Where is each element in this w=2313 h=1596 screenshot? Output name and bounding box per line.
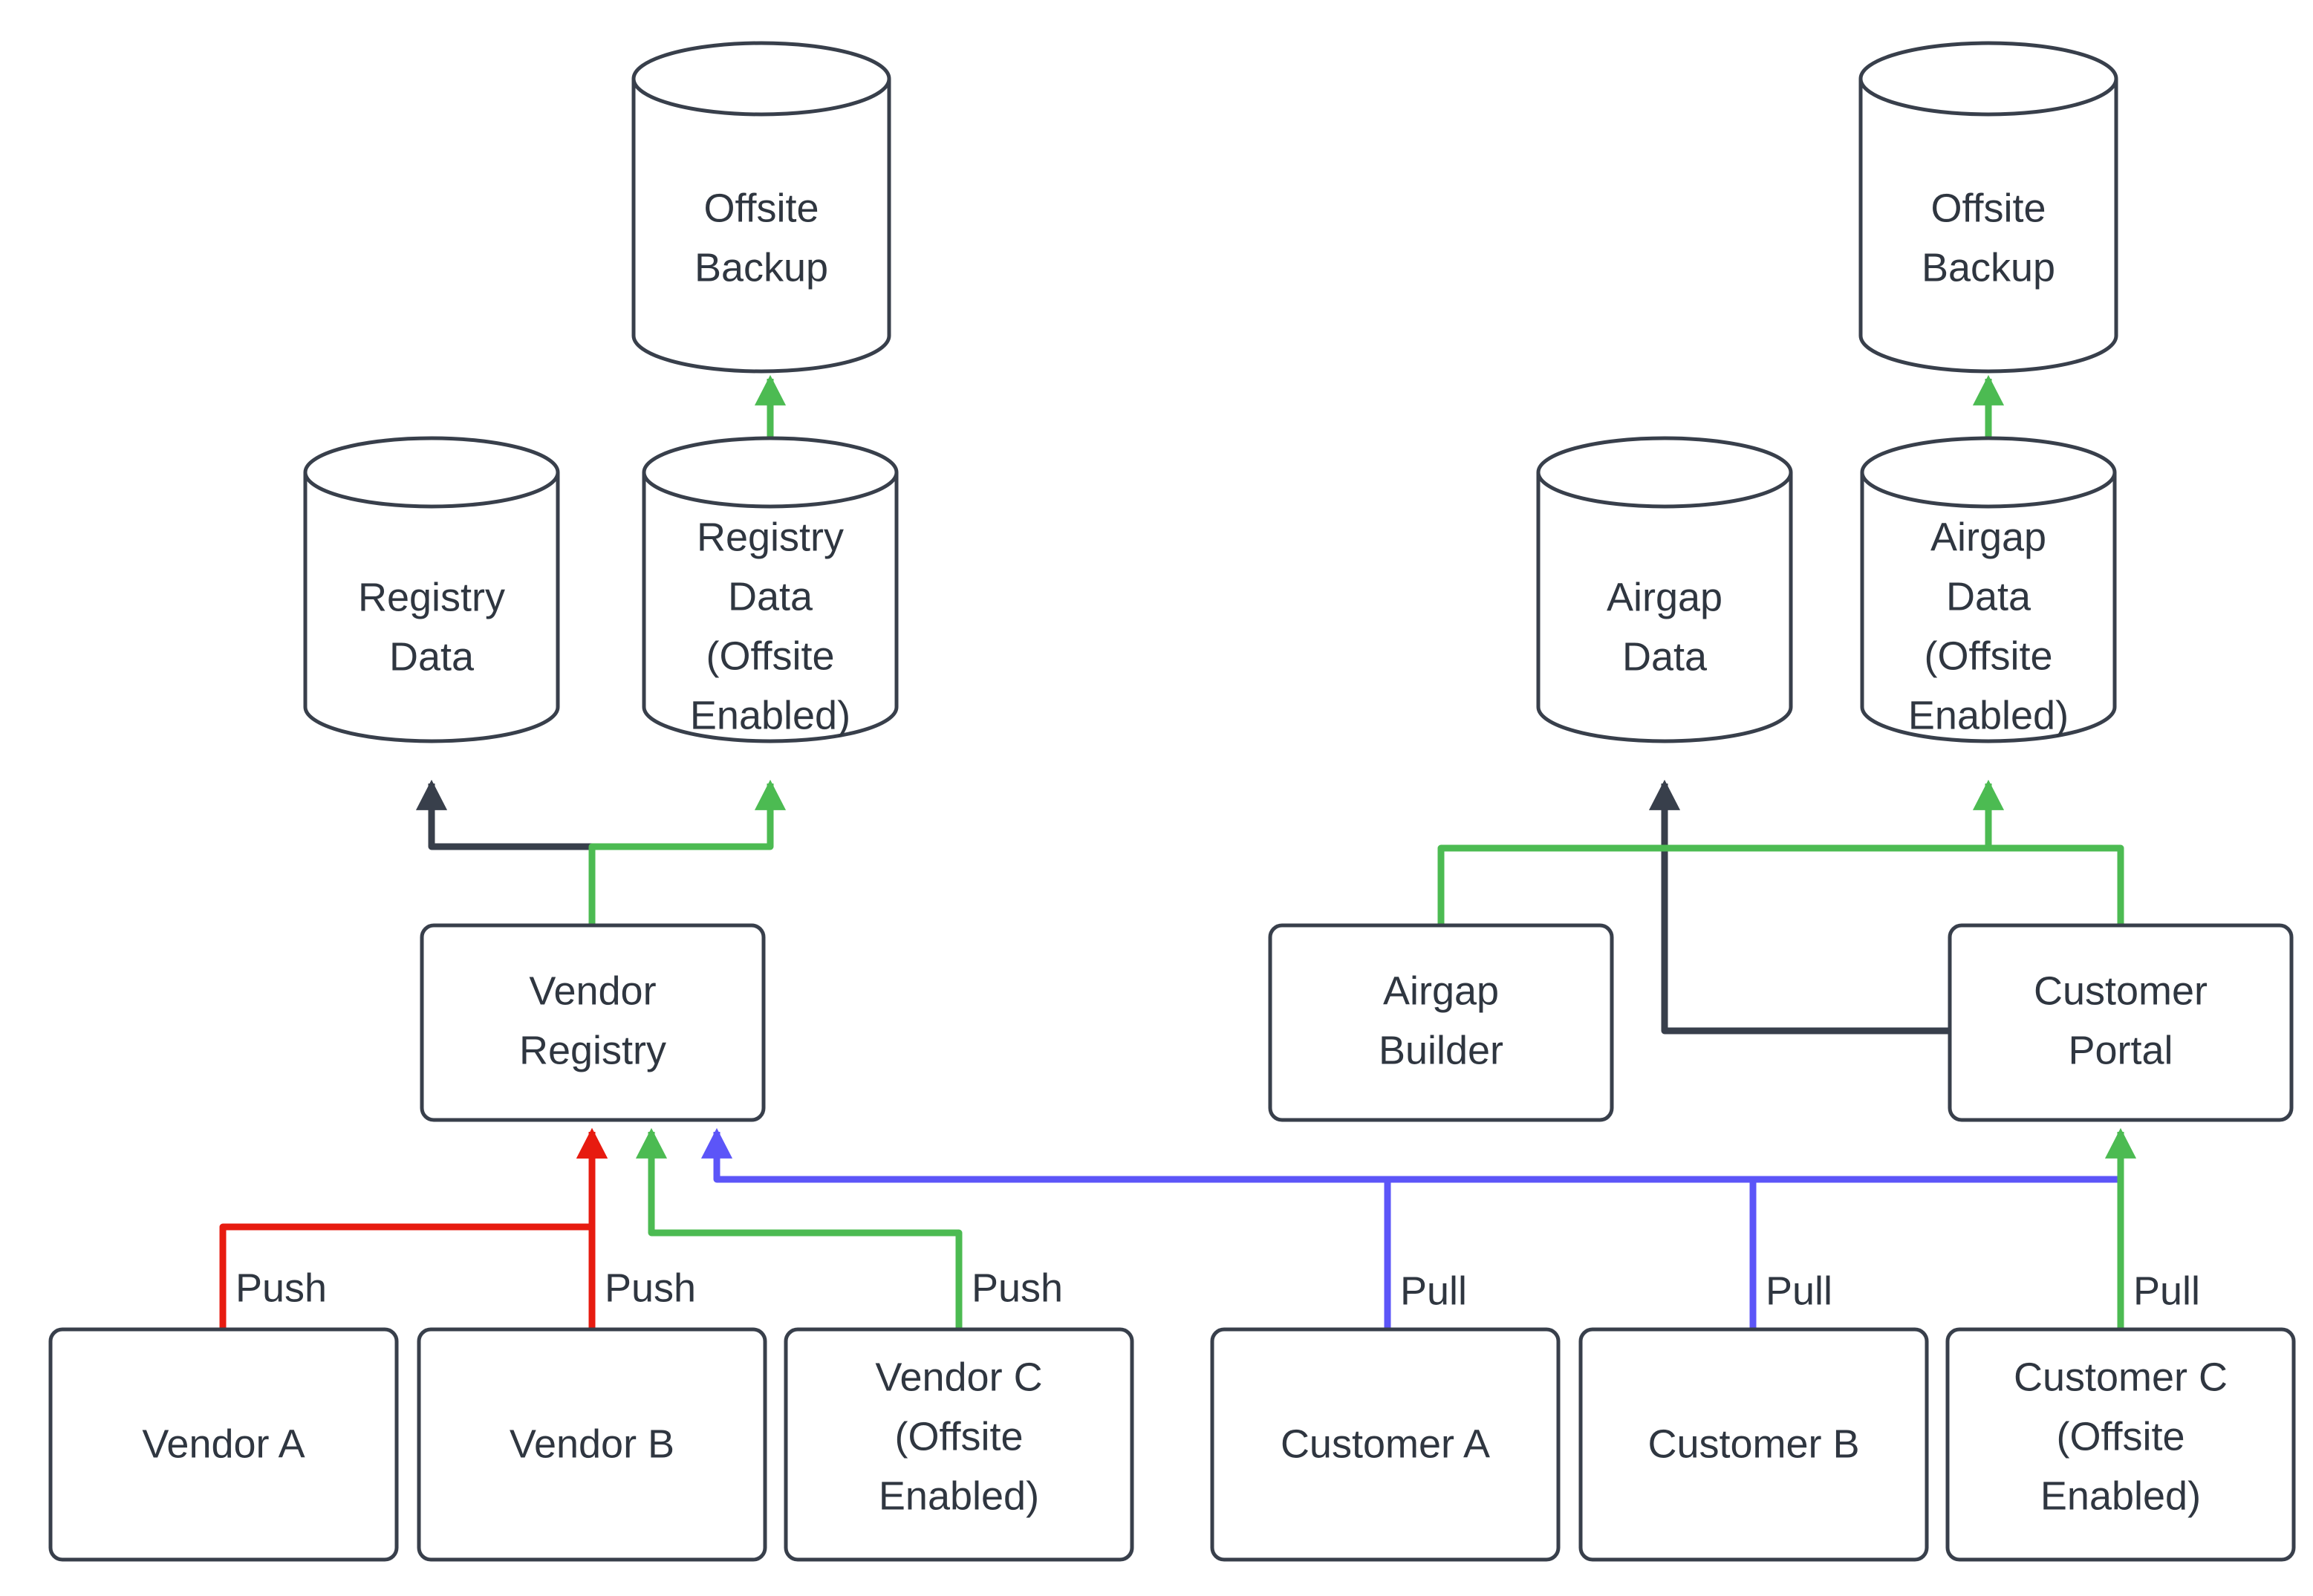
node-label-line2: Data [1946,574,2031,619]
node-label-line3: Enabled) [879,1473,1039,1518]
node-box [1948,923,2294,1122]
node-label-line1: Vendor B [510,1421,674,1466]
cylinder-top [1858,41,2118,117]
node-label-line2: Data [1622,634,1708,679]
node-box [48,1327,399,1562]
node-label-line1: Offsite [1930,186,2046,230]
node-box [1945,1327,2296,1562]
cylinder-top [303,436,560,509]
node-label-line2: Backup [694,245,828,290]
edge-customer-portal-to-airgap-data [1648,779,1951,1035]
node-label-line2: Data [728,574,813,619]
node-customer-a[interactable]: Customer A [1210,1327,1561,1562]
node-label-line4: Enabled) [690,693,850,737]
cylinder-body [303,472,560,743]
edge-label-customer-a-pull: Pull [1400,1268,1467,1313]
node-label-line3: Enabled) [2040,1473,2201,1518]
edge-label-vendor-a-push: Push [235,1266,327,1310]
node-label-line2: Data [389,634,475,679]
node-box [420,923,766,1122]
node-box [784,1327,1134,1562]
node-label-line1: Offsite [703,186,819,230]
cylinder-body [1536,472,1793,743]
node-airgap-builder[interactable]: Airgap Builder [1268,923,1614,1122]
node-box [1268,923,1614,1122]
node-registry-data-offsite[interactable]: Registry Data (Offsite Enabled) [642,436,899,743]
node-label-line2: Portal [2068,1028,2173,1072]
edge-customer-portal-to-vendor-registry [700,1127,2121,1183]
node-label-line1: Vendor [529,968,656,1013]
node-vendor-registry[interactable]: Vendor Registry [420,923,766,1122]
cylinder-body [631,79,891,374]
node-offsite-backup-left[interactable]: Offsite Backup [631,41,891,374]
cylinder-top [642,436,899,509]
edge-customer-portal-to-airgap-offsite [1985,784,2124,925]
node-label-line2: (Offsite [2056,1414,2184,1459]
node-vendor-a[interactable]: Vendor A [48,1327,399,1562]
edge-vendor-c-push [635,1127,963,1329]
node-label-line2: Backup [1922,245,2055,290]
edge-label-vendor-c-push: Push [972,1266,1063,1310]
node-label-line1: Registry [697,515,844,559]
node-label-line1: Customer [2034,968,2208,1013]
node-box [1210,1327,1561,1562]
node-label-line1: Customer B [1647,1421,1859,1466]
node-label-line1: Airgap [1930,515,2046,559]
node-label-line1: Vendor A [142,1421,305,1466]
node-label-line4: Enabled) [1908,693,2069,737]
node-airgap-data-offsite[interactable]: Airgap Data (Offsite Enabled) [1860,436,2117,743]
node-label-line1: Customer A [1281,1421,1490,1466]
cylinder-top [631,41,891,117]
node-registry-data[interactable]: Registry Data [303,436,560,743]
node-vendor-c[interactable]: Vendor C (Offsite Enabled) [784,1327,1134,1562]
node-label-line3: (Offsite [1924,633,2052,678]
node-label-line1: Registry [358,575,505,619]
node-label-line2: (Offsite [894,1414,1023,1459]
node-offsite-backup-right[interactable]: Offsite Backup [1858,41,2118,374]
node-box [1578,1327,1929,1562]
node-label-line1: Airgap [1383,968,1499,1013]
edge-label-customer-c-pull: Pull [2133,1268,2200,1313]
cylinder-body [1858,79,2118,374]
cylinder-top [1860,436,2117,509]
edge-vendor-registry-to-registry-data-offsite [588,779,787,925]
edge-label-vendor-b-push: Push [605,1266,696,1310]
node-customer-c[interactable]: Customer C (Offsite Enabled) [1945,1327,2296,1562]
node-label-line2: Registry [519,1028,666,1072]
node-label-line3: (Offsite [706,633,834,678]
node-box [417,1327,767,1562]
node-vendor-b[interactable]: Vendor B [417,1327,767,1562]
node-label-line1: Customer C [2014,1355,2228,1399]
node-label-line1: Vendor C [875,1355,1042,1399]
edge-label-customer-b-pull: Pull [1766,1268,1832,1313]
node-airgap-data[interactable]: Airgap Data [1536,436,1793,743]
node-customer-portal[interactable]: Customer Portal [1948,923,2294,1122]
node-label-line2: Builder [1379,1028,1503,1072]
node-label-line1: Airgap [1607,575,1722,619]
cylinder-body [1860,472,2117,743]
node-customer-b[interactable]: Customer B [1578,1327,1929,1562]
edge-vendor-registry-to-registry-data [415,779,596,925]
edge-airgap-builder-to-airgap-offsite [1437,779,2005,925]
cylinder-body [642,472,899,743]
cylinder-top [1536,436,1793,509]
